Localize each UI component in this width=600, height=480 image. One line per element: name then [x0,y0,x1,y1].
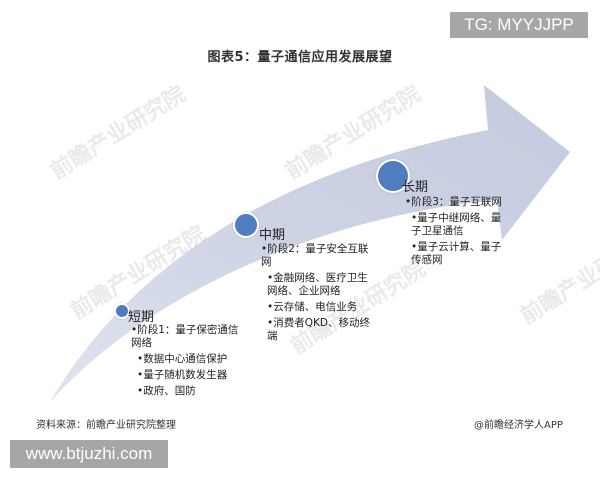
source-note: 资料来源：前瞻产业研究院整理 [36,420,176,431]
tg-tag: TG: MYYJJPP [450,12,588,38]
stage-list-long: 阶段3：量子互联网 量子中继网络、量子卫星通信 量子云计算、量子传感网 [405,196,510,270]
stage-main-item: 阶段3：量子互联网 [405,196,510,209]
stage-main-item: 阶段2：量子安全互联网 [261,243,373,269]
stage-sub-item: 金融网络、医疗卫生网络、企业网络 [261,272,373,298]
stage-dot-short [114,303,130,319]
credit-note: @前瞻经济学人APP [474,420,563,431]
stage-label-long: 长期 [402,180,429,195]
site-watermark: www.btjuzhi.com [10,440,168,468]
stage-sub-item: 云存储、电信业务 [261,301,373,314]
stage-list-mid: 阶段2：量子安全互联网 金融网络、医疗卫生网络、企业网络 云存储、电信业务 消费… [261,243,373,346]
stage-sub-item: 量子随机数发生器 [131,369,243,382]
stage-label-short: 短期 [128,310,155,325]
stage-dot-long [376,159,410,193]
stage-sub-item: 数据中心通信保护 [131,353,243,366]
stage-sub-item: 量子云计算、量子传感网 [405,241,510,267]
stage-label-mid: 中期 [259,228,286,243]
stage-dot-mid [233,212,259,238]
stage-sub-item: 量子中继网络、量子卫星通信 [405,212,510,238]
stage-sub-item: 消费者QKD、移动终端 [261,317,373,343]
stage-sub-item: 政府、国防 [131,385,243,398]
chart-title: 图表5：量子通信应用发展展望 [207,50,393,65]
stage-list-short: 阶段1：量子保密通信网络 数据中心通信保护 量子随机数发生器 政府、国防 [131,324,243,401]
stage-main-item: 阶段1：量子保密通信网络 [131,324,243,350]
